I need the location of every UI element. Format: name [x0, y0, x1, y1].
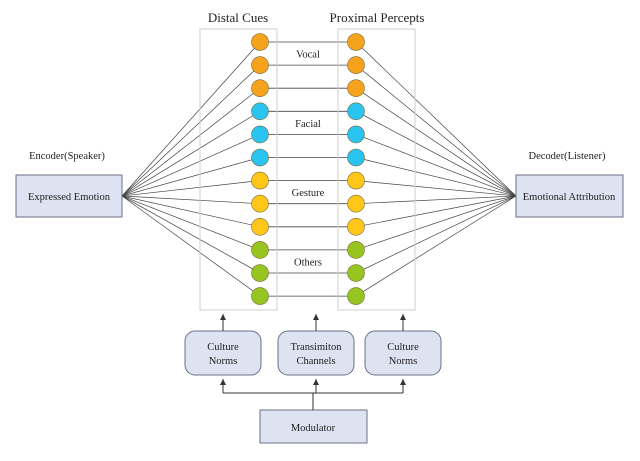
distal-cue-node [251, 194, 269, 213]
encoder-link [121, 41, 261, 197]
distal-cue-node [251, 56, 269, 74]
distal-cue-node [251, 241, 269, 259]
proximal-to-decoder-lines [355, 41, 517, 297]
modulator-arrows [220, 314, 406, 410]
decoder-link [355, 134, 517, 197]
proximal-percept-nodes [347, 33, 365, 305]
decoder-link [355, 41, 517, 197]
culture-norms-right-box: Culture Norms [364, 330, 442, 376]
cue-group-label: Vocal [296, 50, 320, 61]
cue-group-label-bg [285, 116, 331, 130]
cue-group-label-bg [288, 47, 328, 61]
culture-norms-left-line1: Culture [207, 342, 239, 353]
proximal-percept-node [347, 264, 365, 282]
decoder-link [355, 195, 517, 274]
decoder-link [355, 87, 517, 197]
proximal-percept-node [347, 241, 365, 259]
encoder-link [121, 195, 261, 205]
cue-group-label: Others [294, 257, 322, 268]
encoder-label: Encoder(Speaker) [29, 151, 105, 162]
proximal-percepts-header: Proximal Percepts [330, 10, 425, 25]
distal-cues-header: Distal Cues [208, 10, 268, 25]
proximal-percept-node [347, 287, 365, 305]
distal-cue-node [251, 264, 269, 282]
encoder-link [121, 134, 261, 197]
proximal-percept-node [347, 125, 365, 144]
encoder-link [121, 195, 261, 297]
cue-group-label-bg [285, 255, 331, 269]
culture-norms-right-line2: Norms [389, 356, 418, 367]
decoder-link [355, 64, 517, 197]
proximal-percept-node [347, 194, 365, 213]
decoder-link [355, 157, 517, 197]
proximal-percept-node [347, 171, 365, 190]
culture-norms-left-box: Culture Norms [184, 330, 262, 376]
transmission-channels-line1: Transimiton [291, 342, 343, 353]
encoder-link [121, 195, 261, 228]
distal-cues-frame [199, 28, 278, 311]
distal-cue-node [251, 171, 269, 190]
distal-cue-node [251, 102, 269, 121]
proximal-percept-node [347, 102, 365, 121]
distal-cue-node [251, 218, 269, 236]
transmission-channels-box: Transimiton Channels [277, 330, 355, 376]
encoder-link [121, 87, 261, 197]
decoder-link [355, 195, 517, 297]
decoder-link [355, 195, 517, 228]
decoder-label: Decoder(Listener) [529, 151, 606, 162]
decoder-link [355, 110, 517, 197]
distal-cue-node [251, 287, 269, 305]
encoder-link [121, 157, 261, 197]
encoder-link [121, 111, 261, 197]
cue-group-label-bg [282, 186, 334, 200]
encoder-link [121, 195, 261, 251]
encoder-link [121, 195, 261, 274]
distal-to-proximal-lines [260, 41, 356, 297]
proximal-percept-node [347, 79, 365, 97]
modulator-box: Modulator [259, 409, 368, 444]
encoder-link [121, 180, 261, 197]
decoder-link [355, 180, 517, 197]
distal-cue-node [251, 148, 269, 167]
distal-cue-node [251, 33, 269, 51]
cue-group-label: Gesture [292, 188, 325, 199]
encoder-link [121, 64, 261, 197]
emotional-attribution-label: Emotional Attribution [523, 192, 616, 203]
culture-norms-left-line2: Norms [209, 356, 238, 367]
decoder-link [355, 195, 517, 251]
distal-cue-node [251, 125, 269, 144]
proximal-percepts-frame [337, 28, 416, 311]
culture-norms-right-line1: Culture [387, 342, 419, 353]
expressed-emotion-box: Expressed Emotion [15, 174, 123, 218]
proximal-percept-node [347, 218, 365, 236]
decoder-link [355, 195, 517, 205]
distal-cue-node [251, 79, 269, 97]
cue-group-label: Facial [295, 119, 321, 130]
expressed-emotion-label: Expressed Emotion [28, 192, 111, 203]
proximal-percept-node [347, 56, 365, 74]
distal-cue-nodes [251, 33, 269, 305]
emotional-attribution-box: Emotional Attribution [515, 174, 624, 218]
encoder-to-distal-lines [121, 41, 261, 297]
modulator-label: Modulator [291, 423, 336, 434]
proximal-percept-node [347, 148, 365, 167]
transmission-channels-line2: Channels [296, 356, 335, 367]
proximal-percept-node [347, 33, 365, 51]
